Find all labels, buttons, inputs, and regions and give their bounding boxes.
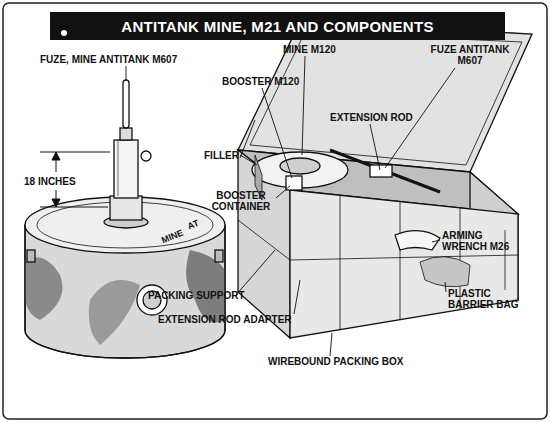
box-wire xyxy=(290,255,518,260)
leader-line xyxy=(370,124,380,170)
part-name: FUZE, MINE ANTITANK M607 xyxy=(40,54,177,65)
box-wire xyxy=(400,202,401,320)
camouflage-patch xyxy=(89,280,140,345)
leader-line xyxy=(126,66,127,80)
figure-frame xyxy=(3,3,547,419)
extension-rod xyxy=(123,80,129,128)
punch-hole xyxy=(61,30,67,36)
part-name: PLASTIC BARRIER BAG xyxy=(448,288,532,310)
mine-handle xyxy=(215,250,223,262)
part-name: FILLER xyxy=(204,150,239,161)
part-name: BOOSTER M120 xyxy=(222,76,299,87)
dimension-text: 18 INCHES xyxy=(24,176,76,187)
rod-adapter xyxy=(120,128,132,140)
leader-line xyxy=(294,280,300,314)
leader-line xyxy=(240,155,257,165)
part-name: WIREBOUND PACKING BOX xyxy=(268,356,403,367)
leader-line xyxy=(302,56,305,155)
part-name: FUZE ANTITANK M607 xyxy=(420,44,520,66)
packed-rod xyxy=(330,150,440,192)
mine-handle xyxy=(27,250,35,262)
leader-line xyxy=(236,250,275,295)
part-name: EXTENSION ROD ADAPTER xyxy=(158,314,292,325)
camouflage-patch xyxy=(186,250,225,323)
part-name: EXTENSION ROD xyxy=(330,112,413,123)
box-wire xyxy=(340,195,341,330)
arrow-head xyxy=(52,152,60,160)
leader-line xyxy=(432,240,440,242)
fuze-body xyxy=(114,140,138,198)
lid-wire xyxy=(250,32,522,165)
part-name: BOOSTER CONTAINER xyxy=(204,190,278,212)
packed-fuze xyxy=(370,165,392,177)
leader-line xyxy=(330,333,332,356)
fuze-shade xyxy=(118,140,119,196)
part-name: PACKING SUPPORT xyxy=(148,290,245,301)
leader-line xyxy=(262,88,292,178)
leader-line xyxy=(445,282,446,292)
camouflage-patch xyxy=(25,257,63,320)
fuze-pin xyxy=(141,151,151,161)
diagram-title: ANTITANK MINE, M21 AND COMPONENTS xyxy=(121,18,433,35)
leader-line xyxy=(240,120,255,158)
extension-line xyxy=(40,207,108,208)
box-wire xyxy=(238,220,290,260)
packing-box xyxy=(238,22,532,338)
arming-wrench xyxy=(395,231,440,250)
mine-top xyxy=(25,197,225,253)
part-name: MINE M120 xyxy=(283,44,336,55)
extension-line xyxy=(40,152,110,153)
box-front xyxy=(290,190,518,338)
leader-line xyxy=(276,186,290,198)
title-banner: ANTITANK MINE, M21 AND COMPONENTS xyxy=(50,12,505,40)
leader-lines xyxy=(126,56,455,356)
arrow-head xyxy=(52,199,60,207)
fuze-collar xyxy=(110,196,142,220)
part-name: ARMING WRENCH M26 xyxy=(442,230,524,252)
box-wire xyxy=(505,230,506,290)
